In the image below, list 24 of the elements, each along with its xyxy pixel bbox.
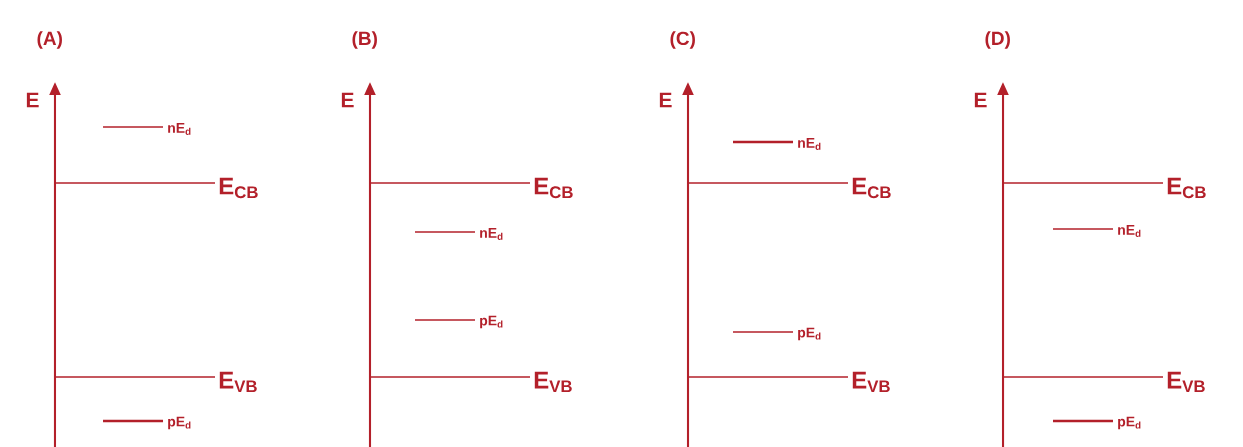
level-label: nE$_{d}$ [1118, 225, 1141, 237]
level-label: pE$_{d}$ [480, 315, 503, 329]
axis-label: E [341, 92, 354, 108]
panel-label: (A) [37, 31, 62, 49]
level-label: nE$_{d}$ [168, 123, 191, 135]
axis-label: E [26, 92, 39, 108]
band-label: E$_{CB}$ [534, 177, 573, 199]
band-label: E$_{CB}$ [1167, 177, 1206, 199]
level-label: nE$_{d}$ [480, 228, 503, 240]
level-label: pE$_{d}$ [1118, 416, 1141, 430]
level-label: nE$_{d}$ [798, 138, 821, 150]
level-label: pE$_{d}$ [798, 327, 821, 341]
axis-label: E [659, 92, 672, 108]
band-label: E$_{VB}$ [852, 371, 890, 393]
band-label: E$_{VB}$ [1167, 371, 1205, 393]
band-label: E$_{VB}$ [534, 371, 572, 393]
panel-label: (D) [985, 31, 1010, 49]
band-label: E$_{VB}$ [219, 371, 257, 393]
band-label: E$_{CB}$ [219, 177, 258, 199]
panel-label: (C) [670, 31, 695, 49]
axis-label: E [974, 92, 987, 108]
band-label: E$_{CB}$ [852, 177, 891, 199]
panel-label: (B) [352, 31, 377, 49]
level-label: pE$_{d}$ [168, 416, 191, 430]
